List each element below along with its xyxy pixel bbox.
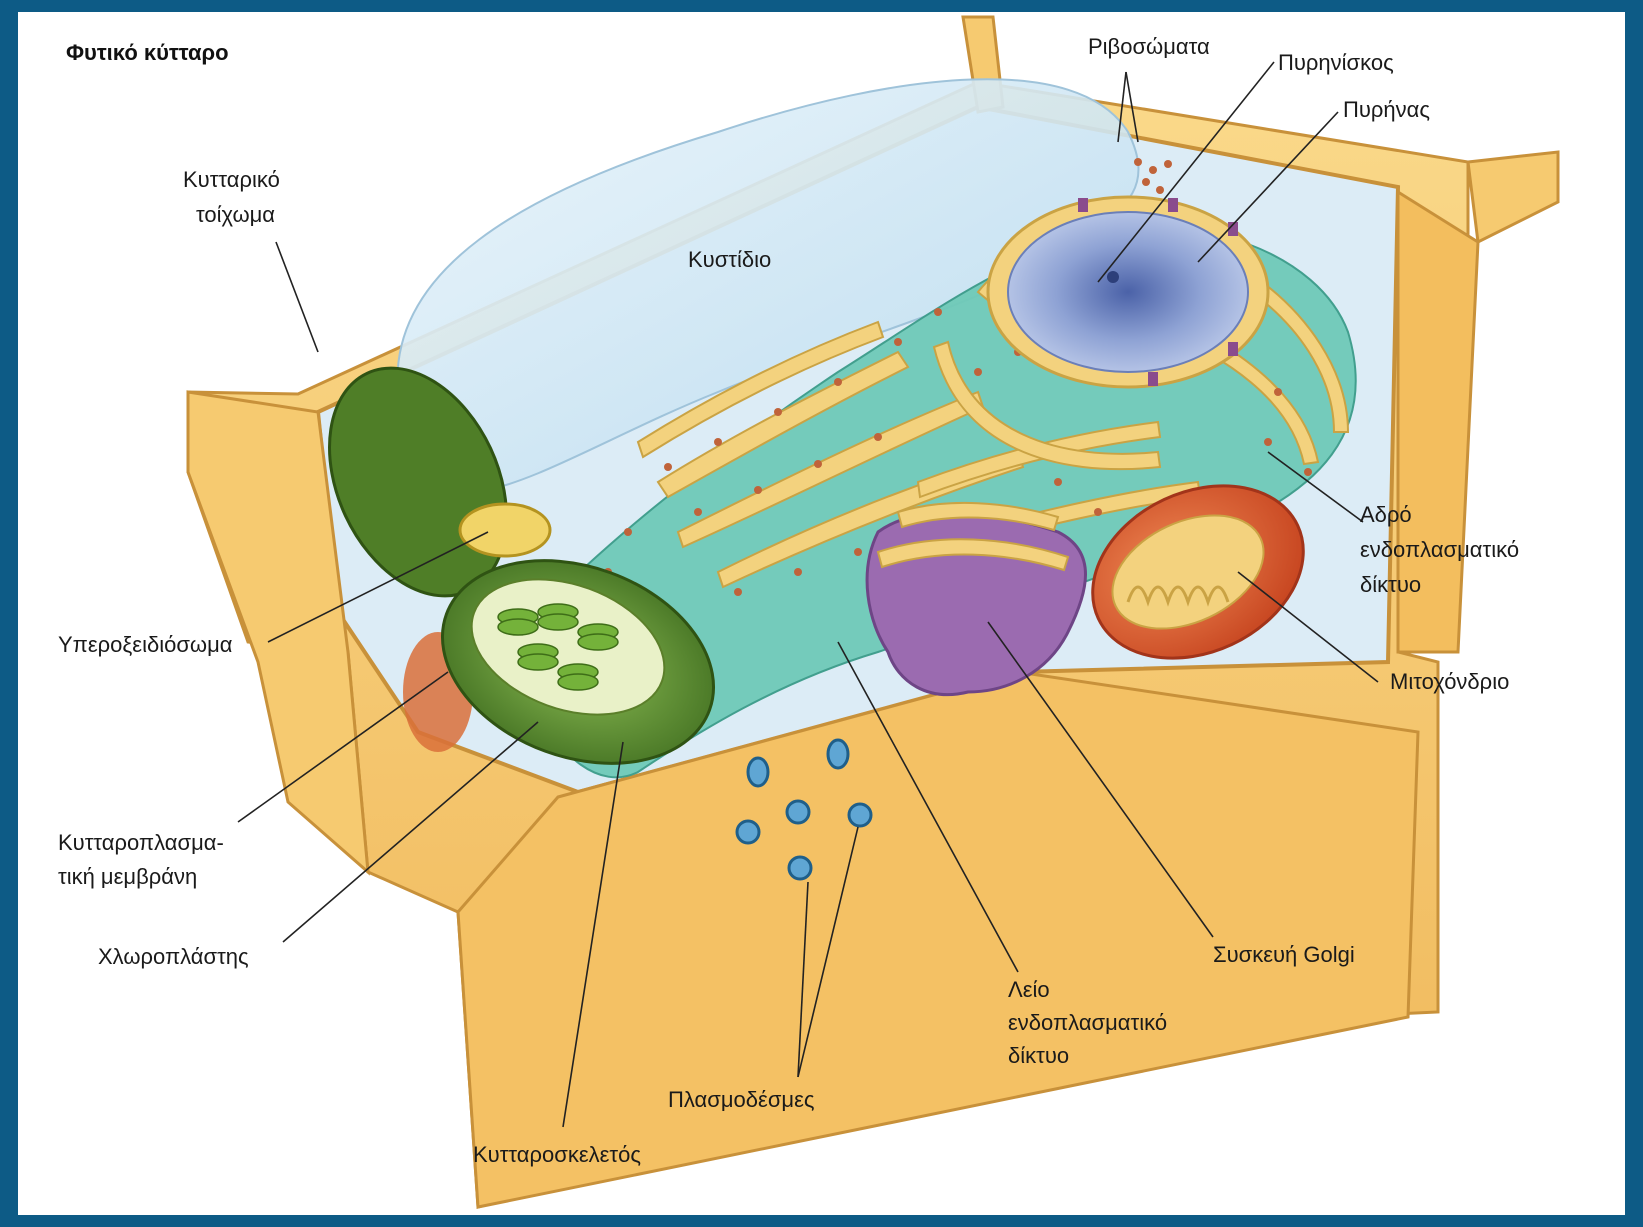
label-cell-wall-2: τοίχωμα [196, 202, 275, 227]
diagram-frame: Φυτικό κύτταρο Ριβοσώματα Πυρηνίσκος Πυρ… [18, 12, 1625, 1215]
peroxisome [460, 504, 550, 556]
label-plasma-membrane-2: τική μεμβράνη [58, 864, 197, 889]
label-vacuole: Κυστίδιο [688, 247, 771, 272]
label-nucleus: Πυρήνας [1343, 97, 1430, 122]
label-ribosomes: Ριβοσώματα [1088, 34, 1210, 59]
label-smooth-er-2: ενδοπλασματικό [1008, 1010, 1167, 1035]
title: Φυτικό κύτταρο [66, 40, 229, 65]
label-nucleolus: Πυρηνίσκος [1278, 50, 1394, 75]
label-smooth-er-1: Λείο [1008, 977, 1050, 1002]
nucleus [988, 197, 1268, 387]
label-cytoskeleton: Κυτταροσκελετός [473, 1142, 641, 1167]
label-plasmodesmata: Πλασμοδέσμες [668, 1087, 814, 1112]
label-golgi: Συσκευή Golgi [1213, 942, 1355, 967]
label-cell-wall-1: Κυτταρικό [183, 167, 280, 192]
label-mitochondrion: Μιτοχόνδριο [1390, 669, 1509, 694]
label-smooth-er-3: δίκτυο [1008, 1043, 1069, 1068]
label-peroxisome: Υπεροξειδιόσωμα [58, 632, 233, 657]
label-chloroplast: Χλωροπλάστης [98, 944, 249, 969]
label-rough-er-1: Αδρό [1360, 502, 1412, 527]
label-plasma-membrane-1: Κυτταροπλασμα- [58, 830, 224, 855]
label-rough-er-2: ενδοπλασματικό [1360, 537, 1519, 562]
plant-cell-diagram: Φυτικό κύτταρο Ριβοσώματα Πυρηνίσκος Πυρ… [18, 12, 1625, 1215]
label-rough-er-3: δίκτυο [1360, 572, 1421, 597]
